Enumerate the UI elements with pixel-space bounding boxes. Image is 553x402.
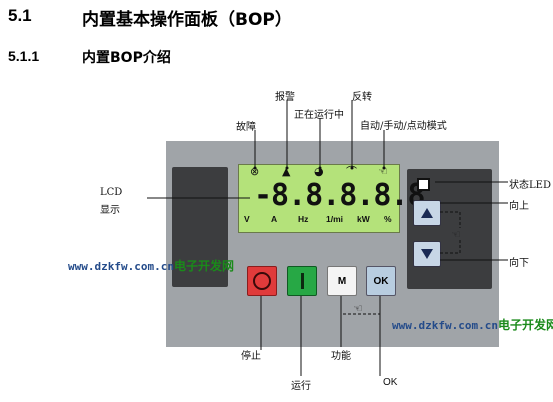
unit-rpm: 1/mi bbox=[326, 214, 344, 224]
watermark-right: www.dzkfw.com.cn电子开发网 bbox=[392, 316, 553, 333]
fault-icon: ⊗ bbox=[250, 165, 260, 178]
callout-reverse: 反转 bbox=[352, 92, 372, 103]
lcd-display bbox=[238, 164, 400, 233]
watermark-right-url: www.dzkfw.com.cn bbox=[392, 319, 498, 332]
stop-ring-icon bbox=[253, 272, 271, 290]
watermark-left-url: www.dzkfw.com.cn bbox=[68, 260, 174, 273]
callout-running: 正在运行中 bbox=[294, 110, 344, 121]
callout-stop: 停止 bbox=[241, 351, 261, 362]
unit-hz: Hz bbox=[298, 214, 309, 224]
callout-lcd-line2: 显示 bbox=[100, 205, 120, 216]
unit-a: A bbox=[271, 214, 278, 224]
ok-button[interactable]: OK bbox=[366, 266, 396, 296]
section-title: 内置基本操作面板（BOP） bbox=[82, 10, 292, 30]
callout-function: 功能 bbox=[331, 351, 351, 362]
status-led bbox=[417, 178, 430, 191]
subsection-number: 5.1.1 bbox=[8, 48, 40, 64]
stop-button[interactable] bbox=[247, 266, 277, 296]
watermark-left-name: 电子开发网 bbox=[173, 259, 234, 273]
reverse-icon: ⌒ bbox=[346, 165, 357, 178]
callout-run: 运行 bbox=[291, 381, 311, 392]
up-button[interactable] bbox=[413, 200, 441, 226]
hand-icon: ☜ bbox=[451, 228, 461, 241]
callout-mode: 自动/手动/点动模式 bbox=[360, 121, 447, 132]
watermark-left: www.dzkfw.com.cn电子开发网 bbox=[68, 257, 234, 274]
down-button[interactable] bbox=[413, 241, 441, 267]
panel-left-recess bbox=[172, 167, 228, 287]
run-bar-icon bbox=[300, 273, 304, 289]
run-button[interactable] bbox=[287, 266, 317, 296]
lcd-digits: -8.8.8.8.8 bbox=[254, 178, 426, 213]
subsection-title: 内置BOP介绍 bbox=[82, 50, 171, 66]
triangle-up-icon bbox=[421, 208, 433, 218]
alarm-icon: ▲ bbox=[282, 165, 291, 178]
unit-percent: % bbox=[384, 214, 392, 224]
function-button[interactable]: M bbox=[327, 266, 357, 296]
unit-kw: kW bbox=[357, 214, 370, 224]
callout-status-led: 状态LED bbox=[509, 180, 551, 191]
hand-mode-icon: ☜ bbox=[378, 165, 388, 178]
hand-icon-bottom: ☜ bbox=[353, 302, 363, 315]
running-icon: ◕ bbox=[314, 165, 324, 178]
unit-v: V bbox=[244, 214, 250, 224]
callout-ok: OK bbox=[383, 377, 398, 388]
section-number: 5.1 bbox=[8, 6, 32, 25]
callout-alarm: 报警 bbox=[275, 92, 295, 103]
callout-fault: 故障 bbox=[236, 122, 256, 133]
callout-up: 向上 bbox=[509, 201, 529, 212]
callout-lcd-line1: LCD bbox=[100, 187, 123, 198]
callout-down: 向下 bbox=[509, 258, 529, 269]
watermark-right-name: 电子开发网 bbox=[497, 318, 553, 332]
triangle-down-icon bbox=[421, 249, 433, 259]
